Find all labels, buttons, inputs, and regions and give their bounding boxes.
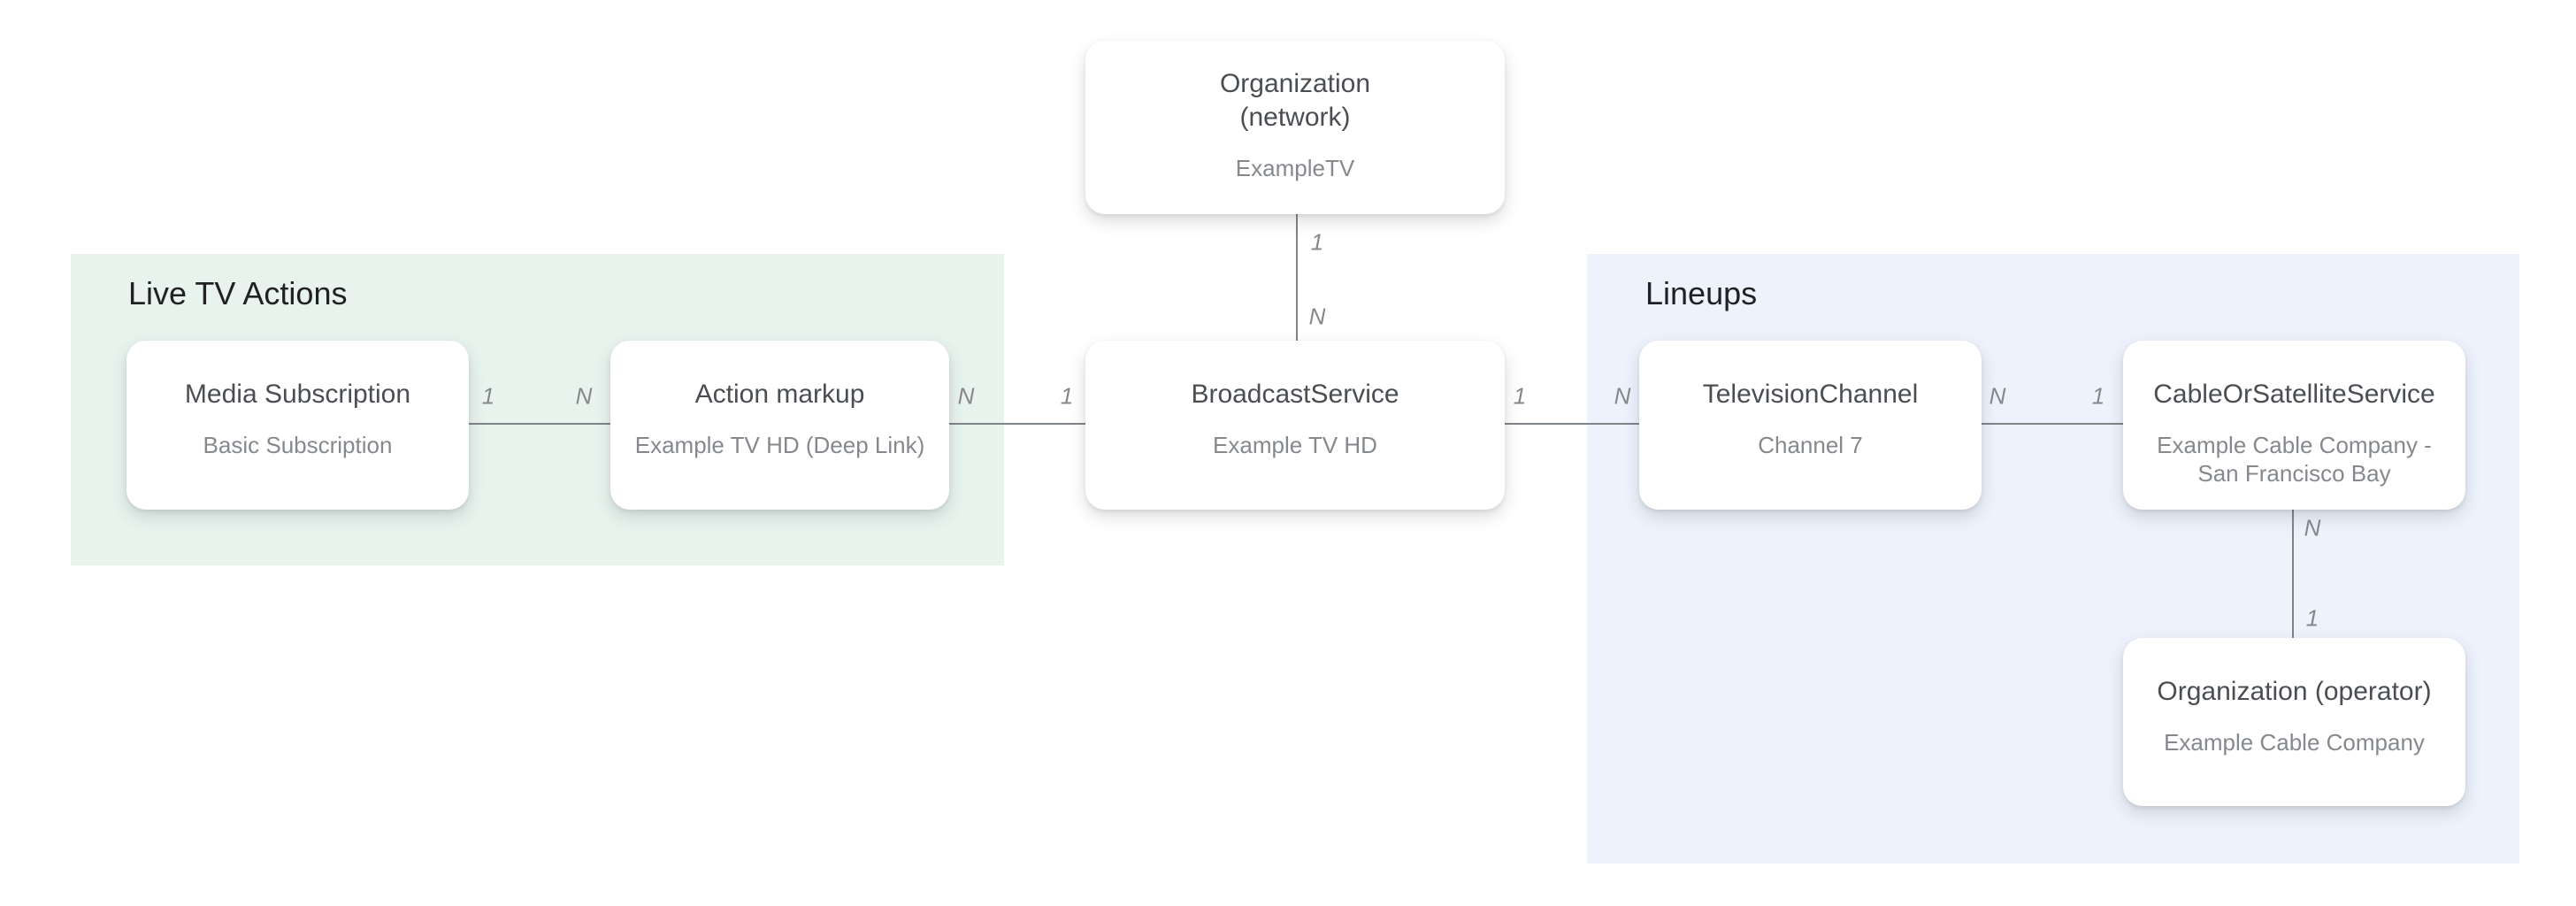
cardinality-broadcast-service-left-side: 1 bbox=[1060, 382, 1074, 410]
node-organization-network: Organization (network) ExampleTV bbox=[1085, 41, 1505, 214]
node-subtitle: Channel 7 bbox=[1758, 432, 1863, 458]
edge-cable-service-to-org-operator bbox=[2292, 510, 2294, 638]
node-subtitle: Example Cable Company bbox=[2164, 729, 2425, 756]
node-subtitle: Example TV HD bbox=[1213, 432, 1377, 458]
edge-org-network-to-broadcast-service bbox=[1296, 214, 1298, 341]
section-label-live-tv-actions: Live TV Actions bbox=[128, 275, 348, 311]
section-label-lineups: Lineups bbox=[1645, 275, 1758, 311]
node-media-subscription: Media Subscription Basic Subscription bbox=[126, 341, 469, 510]
node-organization-operator: Organization (operator) Example Cable Co… bbox=[2123, 638, 2465, 806]
node-subtitle: ExampleTV bbox=[1235, 155, 1355, 181]
edge-broadcast-service-to-television-channel bbox=[1505, 423, 1639, 425]
node-broadcast-service: BroadcastService Example TV HD bbox=[1085, 341, 1505, 510]
cardinality-television-channel-left-side: N bbox=[1614, 382, 1631, 410]
cardinality-media-subscription-side: 1 bbox=[481, 382, 495, 410]
cardinality-action-markup-right-side: N bbox=[957, 382, 975, 410]
node-title: BroadcastService bbox=[1191, 380, 1399, 409]
node-action-markup: Action markup Example TV HD (Deep Link) bbox=[610, 341, 949, 510]
node-title: Organization (operator) bbox=[2157, 677, 2432, 706]
cardinality-broadcast-service-right-side: 1 bbox=[1513, 382, 1527, 410]
edge-television-channel-to-cable-service bbox=[1982, 423, 2123, 425]
cardinality-cable-service-left-side: 1 bbox=[2091, 382, 2105, 410]
node-title: Media Subscription bbox=[184, 380, 411, 409]
cardinality-action-markup-left-side: N bbox=[575, 382, 593, 410]
node-cable-or-satellite-service: CableOrSatelliteService Example Cable Co… bbox=[2123, 341, 2465, 510]
edge-action-markup-to-broadcast-service bbox=[949, 423, 1085, 425]
edge-media-subscription-to-action-markup bbox=[469, 423, 610, 425]
cardinality-cable-service-bottom-side: N bbox=[2304, 514, 2321, 541]
node-subtitle: Example TV HD (Deep Link) bbox=[634, 432, 925, 458]
cardinality-org-operator-top-side: 1 bbox=[2305, 604, 2319, 632]
node-title: Action markup bbox=[694, 380, 865, 409]
cardinality-org-network-side: 1 bbox=[1310, 228, 1324, 256]
node-title: TelevisionChannel bbox=[1702, 380, 1919, 409]
cardinality-television-channel-right-side: N bbox=[1989, 382, 2006, 410]
node-subtitle: Basic Subscription bbox=[203, 432, 393, 458]
node-subtitle: Example Cable Company - San Francisco Ba… bbox=[2157, 432, 2432, 487]
node-television-channel: TelevisionChannel Channel 7 bbox=[1639, 341, 1982, 510]
node-title: CableOrSatelliteService bbox=[2153, 380, 2435, 409]
node-title: Organization (network) bbox=[1219, 69, 1371, 132]
cardinality-broadcast-service-top-side: N bbox=[1308, 303, 1326, 330]
